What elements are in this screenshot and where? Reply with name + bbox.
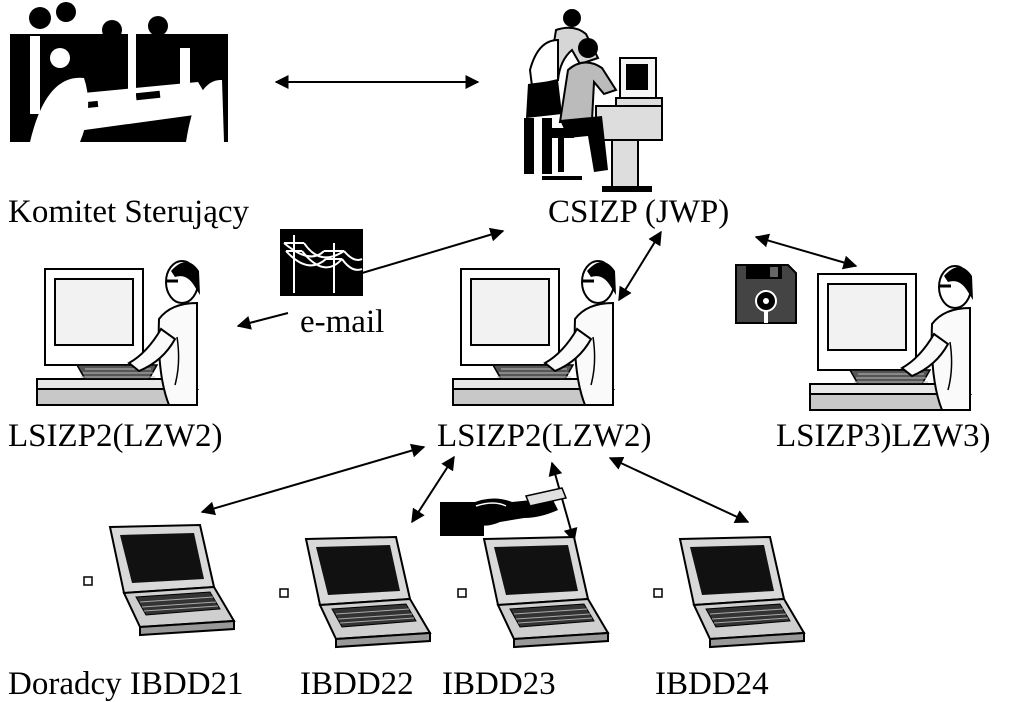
laptop-2-label: IBDD22: [300, 666, 414, 702]
local-right-label: LSIZP3)LZW3): [776, 418, 990, 454]
desktop-user-icon: [451, 259, 618, 407]
floppy-disk-icon: [735, 264, 797, 324]
laptop-3-label: IBDD23: [442, 666, 556, 702]
arrow-email-local-left: [236, 312, 289, 330]
local-center-label: LSIZP2(LZW2): [437, 418, 651, 454]
card-handover-icon: [440, 487, 568, 536]
arrow-central-local-right: [754, 233, 858, 270]
arrow-local-laptop1: [200, 443, 426, 516]
central-label: CSIZP (JWP): [548, 194, 729, 230]
laptop-icon: [83, 524, 235, 636]
arrow-local-laptop3: [548, 461, 578, 543]
committee-label: Komitet Sterujący: [8, 194, 250, 230]
computer-operator-icon: [524, 9, 663, 192]
email-label: e-mail: [300, 304, 384, 340]
laptop-icon: [653, 536, 805, 648]
desktop-user-icon: [808, 264, 975, 412]
laptop-1-label: Doradcy IBDD21: [8, 666, 244, 702]
laptop-4-label: IBDD24: [655, 666, 769, 702]
power-lines-icon: [280, 229, 363, 296]
meeting-group-icon: [10, 2, 228, 142]
local-left-label: LSIZP2(LZW2): [8, 418, 222, 454]
arrow-central-local-center: [618, 230, 662, 302]
arrow-local-laptop4: [608, 456, 750, 524]
desktop-user-icon: [35, 259, 202, 407]
arrow-local-laptop2: [411, 455, 455, 524]
laptop-icon: [279, 536, 431, 648]
laptop-icon: [457, 536, 609, 648]
